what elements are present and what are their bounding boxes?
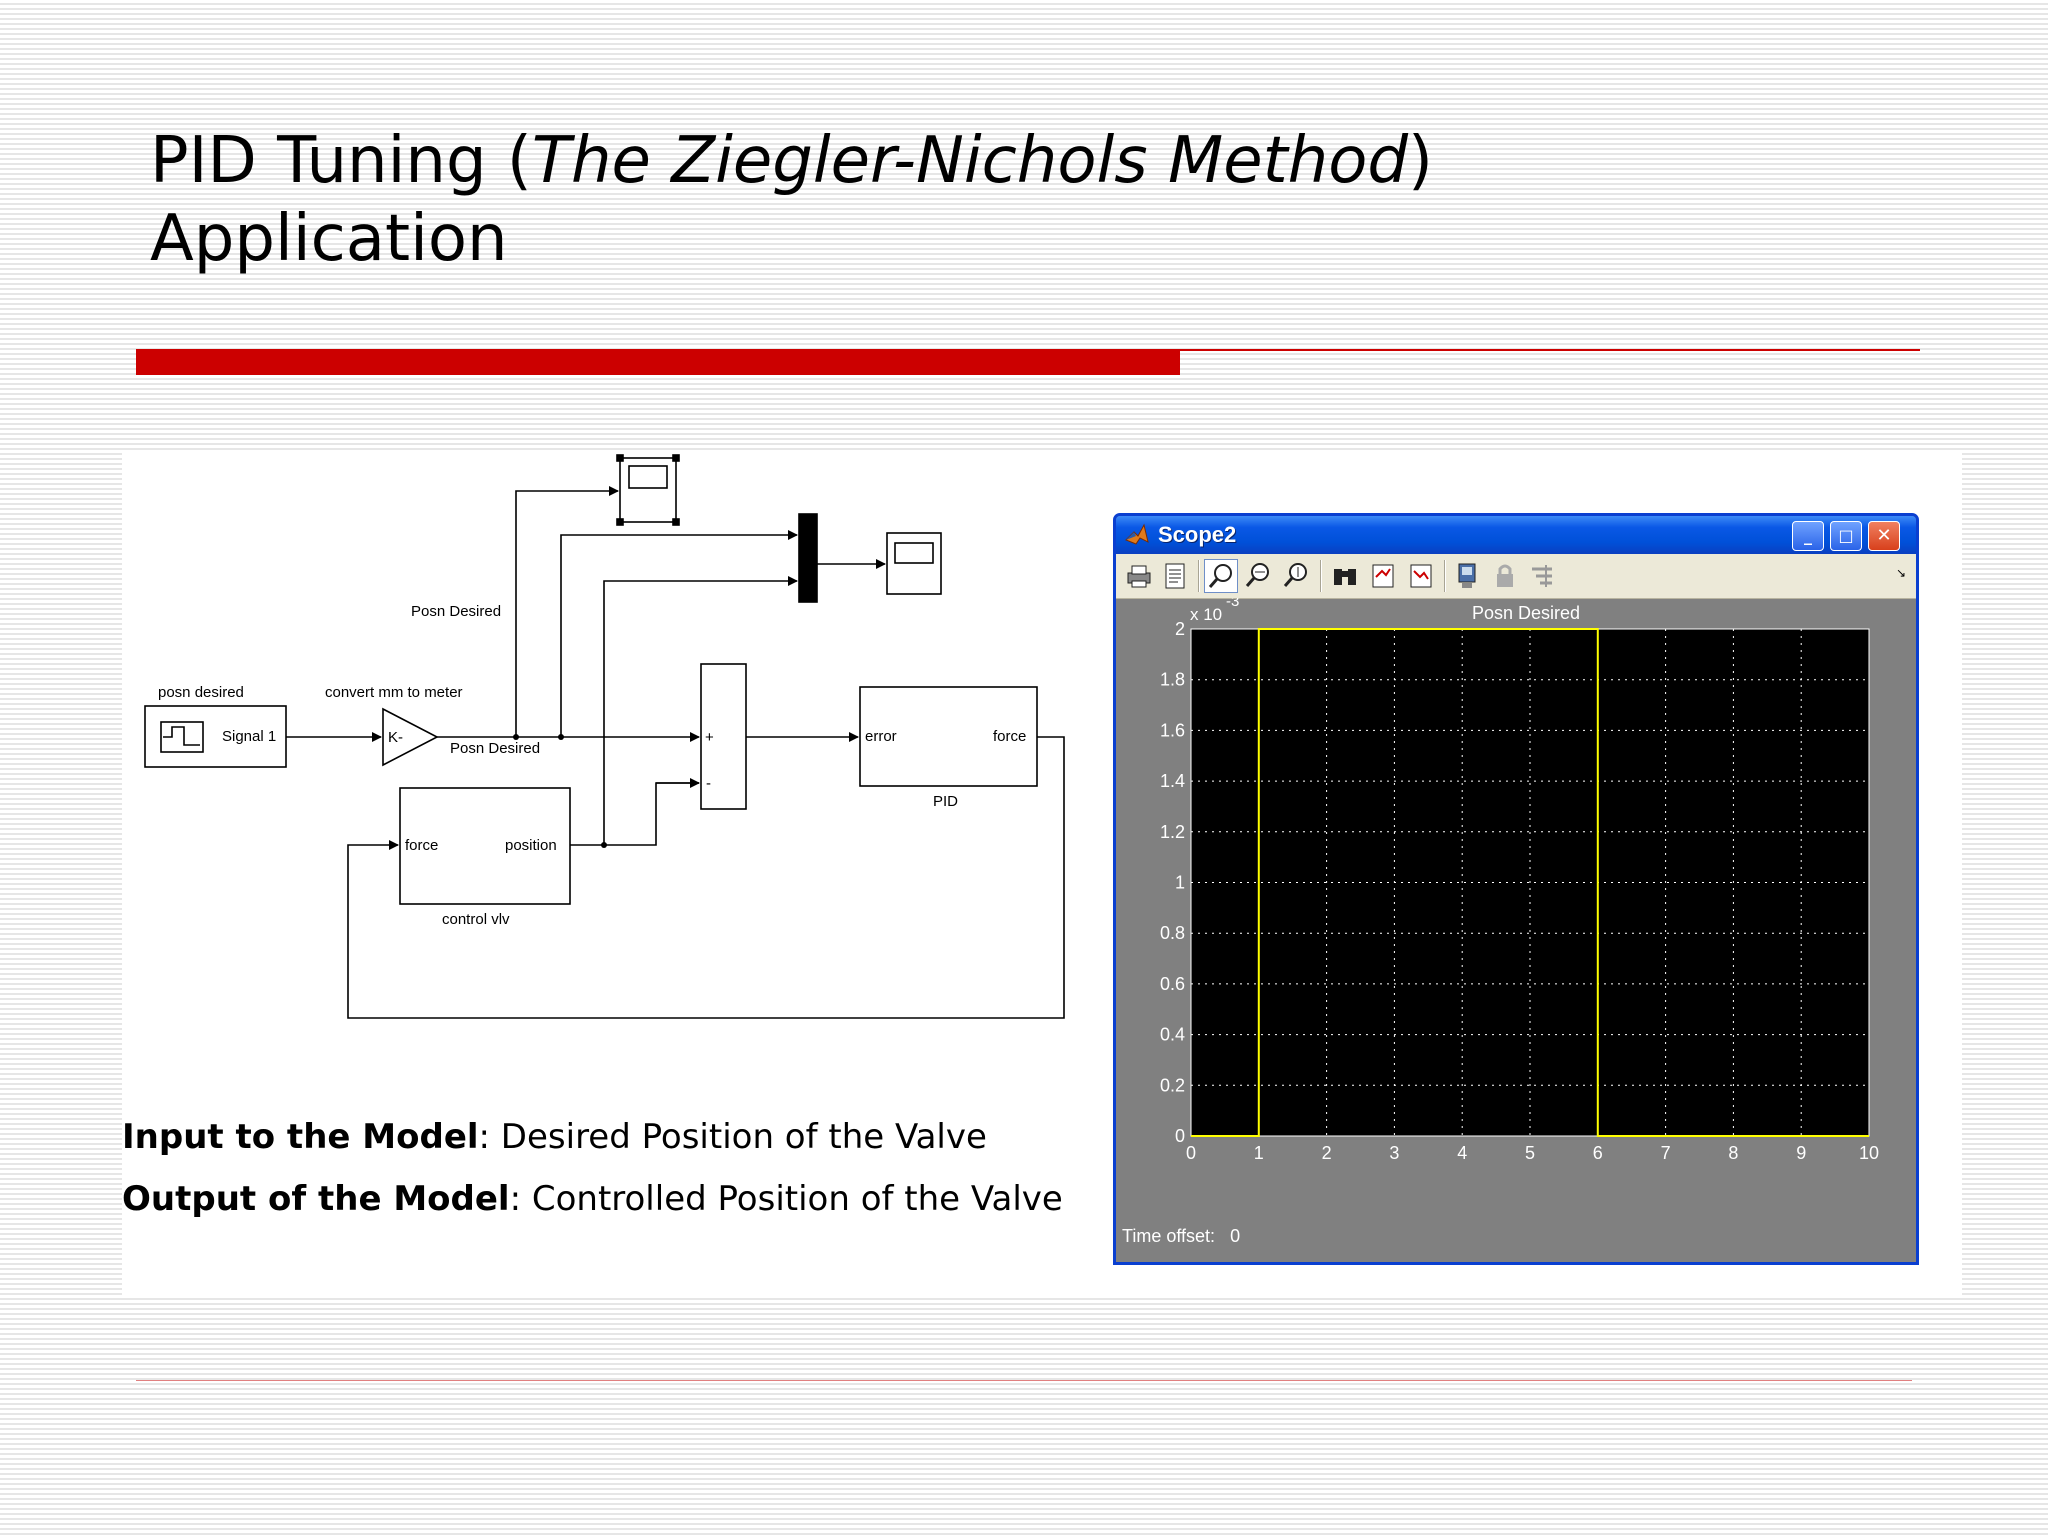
y-tick-label: 0.4	[1160, 1025, 1185, 1045]
scope-plot[interactable]: Posn Desired x 10 -3 0 1 2 3 4 5 6 7 8 9 10 0 0.2 0.4…	[1116, 598, 1916, 1238]
parameters-icon[interactable]	[1158, 559, 1192, 593]
title-line-1: PID Tuning (The Ziegler-Nichols Method)	[150, 122, 1850, 200]
x-tick-label: 5	[1525, 1143, 1535, 1163]
plot-title: Posn Desired	[1472, 603, 1580, 623]
x-tick-label: 2	[1322, 1143, 1332, 1163]
sum-plus-sign: +	[705, 729, 714, 746]
x-tick-label: 9	[1796, 1143, 1806, 1163]
y-tick-label: 0.2	[1160, 1075, 1185, 1095]
pid-block-name: PID	[933, 793, 958, 810]
autoscale-binoculars-icon[interactable]	[1328, 559, 1362, 593]
y-tick-label: 0	[1175, 1126, 1185, 1146]
title-line-2: Application	[150, 202, 508, 276]
time-offset-value: 0	[1230, 1226, 1241, 1246]
input-caption: Input to the Model: Desired Position of …	[122, 1117, 1122, 1157]
save-axes-icon[interactable]	[1366, 559, 1400, 593]
input-caption-text: : Desired Position of the Valve	[478, 1117, 987, 1157]
valve-output-port-label: position	[505, 837, 557, 854]
simulink-block-diagram: posn desired Signal 1 convert mm to mete…	[144, 454, 1065, 1019]
gain-value: K-	[388, 729, 403, 746]
x-tick-label: 0	[1186, 1143, 1196, 1163]
valve-input-port-label: force	[405, 837, 438, 854]
y-tick-label: 1.4	[1160, 771, 1185, 791]
slide-title: PID Tuning (The Ziegler-Nichols Method) …	[150, 122, 1850, 278]
x-tick-label: 10	[1859, 1143, 1879, 1163]
y-tick-label: 1.2	[1160, 822, 1185, 842]
minimize-button[interactable]: _	[1792, 521, 1824, 551]
y-tick-label: 1.8	[1160, 670, 1185, 690]
zoom-y-icon[interactable]	[1280, 559, 1314, 593]
title-accent-line	[1180, 349, 1920, 351]
gain-block-title: convert mm to meter	[325, 684, 463, 701]
x-tick-label: 4	[1457, 1143, 1467, 1163]
y-tick-label: 1.6	[1160, 720, 1185, 740]
title-accent-bar	[136, 349, 1180, 375]
sum-minus-sign: -	[706, 775, 711, 792]
matlab-icon	[1124, 522, 1150, 548]
zoom-x-icon[interactable]	[1242, 559, 1276, 593]
output-caption-label: Output of the Model	[122, 1179, 510, 1219]
input-caption-label: Input to the Model	[122, 1117, 479, 1157]
scope2-block[interactable]	[886, 532, 942, 595]
output-caption: Output of the Model: Controlled Position…	[122, 1179, 1122, 1219]
y-tick-label: 0.6	[1160, 974, 1185, 994]
scope-titlebar[interactable]: Scope2 _ □ ✕	[1116, 516, 1916, 554]
time-offset-readout: Time offset: 0	[1122, 1226, 1240, 1247]
x-tick-label: 7	[1661, 1143, 1671, 1163]
title-suffix: )	[1408, 124, 1433, 198]
signal-block-label: Signal 1	[222, 728, 276, 745]
floating-scope-icon[interactable]	[1450, 559, 1484, 593]
scope1-block[interactable]	[619, 457, 677, 523]
x-tick-label: 6	[1593, 1143, 1603, 1163]
title-prefix: PID Tuning (	[150, 124, 532, 198]
scope-window-title: Scope2	[1158, 522, 1237, 547]
title-italic: The Ziegler-Nichols Method	[531, 124, 1408, 198]
x-tick-label: 8	[1728, 1143, 1738, 1163]
pid-input-port-label: error	[865, 728, 897, 745]
toolbar-overflow-icon[interactable]: ↘	[1895, 566, 1906, 580]
lock-icon[interactable]	[1488, 559, 1522, 593]
x-tick-label: 1	[1254, 1143, 1264, 1163]
print-icon[interactable]	[1122, 559, 1156, 593]
posn-desired-upper-label: Posn Desired	[411, 603, 501, 620]
scope-window[interactable]: Scope2 _ □ ✕ ↘ Posn Desired x 10 -3 0 1 2 3…	[1113, 513, 1919, 1265]
y-multiplier-label: x 10	[1190, 605, 1222, 624]
output-caption-text: : Controlled Position of the Valve	[509, 1179, 1063, 1219]
x-tick-label: 3	[1389, 1143, 1399, 1163]
posn-desired-source-label: posn desired	[158, 684, 244, 701]
scope-toolbar: ↘	[1116, 554, 1916, 599]
mux-block[interactable]	[798, 513, 818, 603]
posn-desired-lower-label: Posn Desired	[450, 740, 540, 757]
restore-axes-icon[interactable]	[1404, 559, 1438, 593]
gain-block[interactable]	[382, 707, 439, 767]
pid-output-port-label: force	[993, 728, 1026, 745]
control-valve-block[interactable]	[399, 787, 571, 905]
zoom-icon[interactable]	[1204, 559, 1238, 593]
y-tick-label: 2	[1175, 619, 1185, 639]
valve-block-name: control vlv	[442, 911, 510, 928]
maximize-button[interactable]: □	[1830, 521, 1862, 551]
y-exponent-label: -3	[1226, 598, 1239, 610]
y-tick-label: 1	[1175, 873, 1185, 893]
time-offset-label: Time offset:	[1122, 1226, 1216, 1246]
y-tick-label: 0.8	[1160, 923, 1185, 943]
footer-rule	[136, 1380, 1912, 1381]
close-button[interactable]: ✕	[1868, 521, 1900, 551]
signal-selection-icon[interactable]	[1526, 559, 1560, 593]
series-line	[1191, 628, 1869, 1137]
